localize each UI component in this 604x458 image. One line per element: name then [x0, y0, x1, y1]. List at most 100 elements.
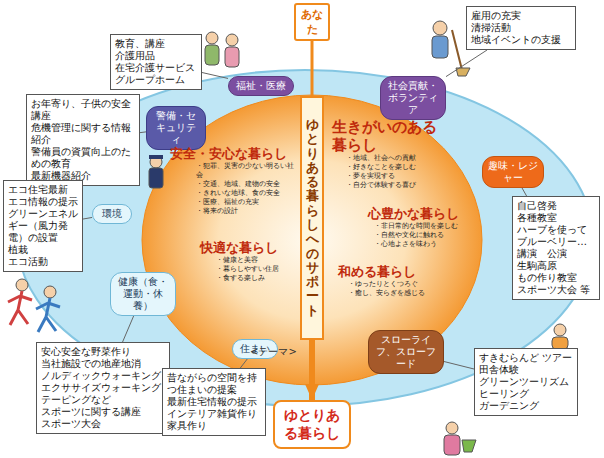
node-text: スポーツ大会: [41, 418, 165, 430]
node-text: ヒーリング: [479, 388, 573, 400]
bullet-text: ・暮らしやすい住居: [200, 265, 296, 274]
outer-ellipse: [17, 70, 593, 406]
bullet-text: ・医療、福祉の充実: [170, 198, 296, 207]
bullet-text: ・食する楽しみ: [200, 274, 296, 283]
section-heading: 生きがいのある暮らし: [332, 118, 444, 154]
theme-section: 安全・安心な暮らし・犯罪、災害の少ない明るい社会・交通、地域、建物の安全・きれい…: [170, 146, 296, 216]
node-text: 家具作り: [167, 420, 261, 432]
bullet-text: ・交通、地域、建物の安全: [170, 180, 296, 189]
node-text: 趣味・レジャー: [488, 160, 538, 184]
node-text: 田舎体験: [479, 364, 573, 376]
cleaning-person: [432, 21, 470, 76]
goal-box: ゆとりある暮らし: [273, 400, 351, 449]
theme-pill: 警備・セキュリティ: [146, 106, 206, 150]
node-text: 当社施設での地産地消: [41, 358, 165, 370]
node-text: 自己啓発: [517, 200, 595, 212]
node-text: 講演 公演: [517, 248, 595, 260]
node-text: 警備員の資質向上のための教育: [31, 146, 135, 170]
section-heading: 和める暮らし: [338, 264, 442, 280]
leader-line: [444, 362, 474, 370]
bullet-text: ・好きなことを楽しむ: [332, 163, 444, 172]
gardener-figure: [444, 422, 476, 455]
leader-line: [522, 188, 527, 196]
guard-figure: [149, 155, 163, 188]
node-text: エコ住宅最新: [8, 184, 78, 196]
callout-box: 安心安全な野菜作り当社施設での地産地消ノルディックウォーキングエクササイズウォー…: [36, 342, 170, 434]
theme-pill: 趣味・レジャー: [482, 156, 544, 188]
theme-section: 快適な暮らし・健康と美容・暮らしやすい住居・食する楽しみ: [200, 240, 296, 283]
theme-section: 和める暮らし・ゆったりとくつろぐ・癒し、安らぎを感じる: [338, 264, 442, 298]
start-box: あなた: [294, 3, 330, 41]
node-text: ガーデニング: [479, 400, 573, 412]
node-text: 健康（食・運動・休養）: [116, 276, 170, 312]
node-text: 雇用の充実: [471, 10, 571, 22]
bullet-text: ・ゆったりとくつろぐ: [338, 280, 442, 289]
node-text: 危機管理に関する情報紹介: [31, 122, 135, 146]
section-heading: 快適な暮らし: [200, 240, 296, 256]
theme-pill: 社会貢献・ボランティア: [380, 76, 446, 120]
theme-pill: 環境: [92, 204, 132, 224]
bullet-text: ・地域、社会への貢献: [332, 154, 444, 163]
node-text: お年寄り、子供の安全講座: [31, 98, 135, 122]
flow-arrow: [309, 340, 315, 400]
node-text: もの作り教室: [517, 272, 595, 284]
node-text: あなた: [298, 7, 326, 37]
node-text: エコ活動: [8, 256, 78, 268]
node-text: 警備・セキュリティ: [152, 110, 200, 146]
callout-box: すきむらんど ツアー田舎体験グリーンツーリズムヒーリングガーデニング: [474, 348, 578, 416]
node-text: グリーンエネルギー（風力発電）の設置: [8, 208, 78, 244]
node-text: 清掃活動: [471, 22, 571, 34]
callout-box: 雇用の充実清掃活動地域イベントの支援: [466, 6, 576, 50]
callout-box: エコ住宅最新エコ情報の提示グリーンエネルギー（風力発電）の設置植栽エコ活動: [3, 180, 83, 272]
leader-line: [202, 73, 228, 79]
section-heading: 心豊かな暮らし: [368, 206, 472, 222]
bullet-text: ・きれいな地球、食の安全: [170, 189, 296, 198]
node-text: 福祉・医療: [234, 80, 288, 92]
theme-label: <テーマ>: [250, 345, 297, 359]
theme-pill: 健康（食・運動・休養）: [110, 272, 176, 316]
leader-line: [83, 217, 92, 219]
callout-box: 自己啓発各種教室ハーブを使ってブルーベリー…講演 公演生駒高原もの作り教室スポー…: [512, 196, 600, 300]
node-text: スローライフ、スローフード: [374, 334, 438, 370]
node-text: 環境: [98, 208, 126, 220]
callout-box: お年寄り、子供の安全講座危機管理に関する情報紹介警備員の資質向上のための教育最新…: [26, 94, 140, 186]
theme-pill: 福祉・医療: [228, 76, 294, 96]
node-text: スポーツに関する講座: [41, 406, 165, 418]
bullet-text: ・心地よさを味わう: [368, 240, 472, 249]
node-text: テーピングなど: [41, 394, 165, 406]
node-text: 植栽: [8, 244, 78, 256]
bullet-text: ・自然や文化に触れる: [368, 231, 472, 240]
node-text: ゆとりある暮らし: [279, 407, 345, 442]
node-text: 安心安全な野菜作り: [41, 346, 165, 358]
node-text: 介護用品: [115, 50, 197, 62]
runners: [8, 279, 60, 332]
node-text: インテリア雑貨作り: [167, 408, 261, 420]
node-text: 各種教室: [517, 212, 595, 224]
section-heading: 安全・安心な暮らし: [170, 146, 296, 162]
leader-line: [240, 359, 247, 368]
node-text: 生駒高原: [517, 260, 595, 272]
node-text: エクササイズウォーキング: [41, 382, 165, 394]
node-text: グループホーム: [115, 74, 197, 86]
node-text: グリーンツーリズム: [479, 376, 573, 388]
bullet-text: ・将来の設計: [170, 207, 296, 216]
node-text: ハーブを使って: [517, 224, 595, 236]
node-text: 教育、講座: [115, 38, 197, 50]
theme-section: 心豊かな暮らし・非日常的な時間を楽しむ・自然や文化に触れる・心地よさを味わう: [368, 206, 472, 249]
bullet-text: ・癒し、安らぎを感じる: [338, 289, 442, 298]
flow-arrow: [311, 41, 314, 96]
node-text: 在宅介護サービス: [115, 62, 197, 74]
node-text: すきむらんど ツアー: [479, 352, 573, 364]
node-text: 昔ながらの空間を持つ住まいの提案: [167, 372, 261, 396]
node-text: ブルーベリー…: [517, 236, 595, 248]
node-text: スポーツ大会 等: [517, 284, 595, 296]
node-text: エコ情報の提示: [8, 196, 78, 208]
bullet-text: ・非日常的な時間を楽しむ: [368, 222, 472, 231]
leader-line: [446, 50, 487, 77]
node-text: 最新住宅情報の提示: [167, 396, 261, 408]
bullet-text: ・犯罪、災害の少ない明るい社会: [170, 162, 296, 180]
node-text: 地域イベントの支援: [471, 34, 571, 46]
callout-box: 昔ながらの空間を持つ住まいの提案最新住宅情報の提示インテリア雑貨作り家具作り: [162, 368, 266, 436]
bullet-text: ・健康と美容: [200, 256, 296, 265]
